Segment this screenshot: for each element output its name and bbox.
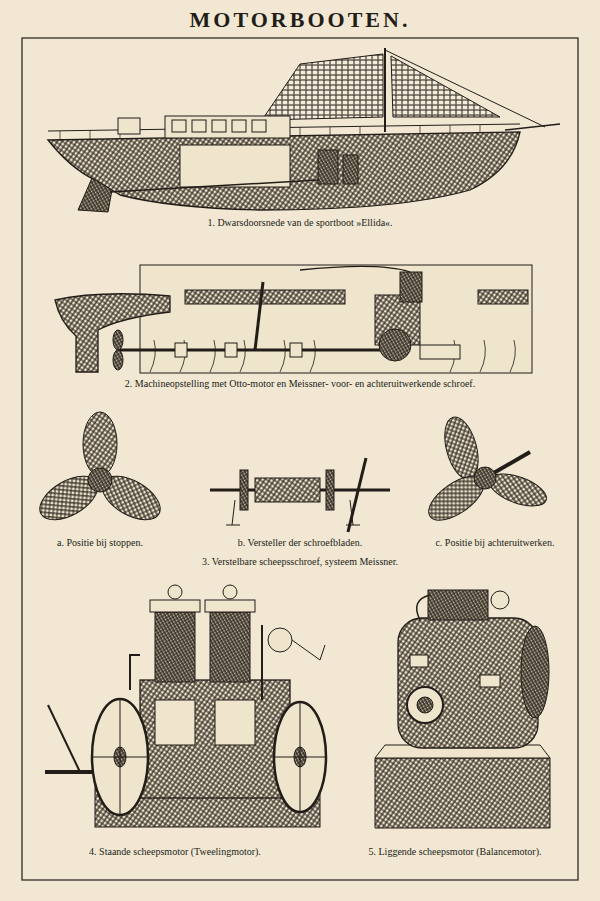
figure-caption: 3. Verstelbare scheepsschroef, systeem M… <box>202 556 398 568</box>
figure-caption: a. Positie bij stoppen. <box>57 537 143 549</box>
rudder <box>78 178 112 212</box>
machine-arrangement-figure <box>55 265 532 373</box>
hull <box>48 132 520 210</box>
figure-caption: c. Positie bij achteruitwerken. <box>435 537 554 549</box>
foresail <box>391 56 500 117</box>
figure-caption: 5. Liggende scheepsmotor (Balancemotor). <box>369 846 542 858</box>
figure-caption: 1. Dwarsdoorsnede van de sportboot »Elli… <box>207 217 392 229</box>
mainsail <box>262 54 383 120</box>
propeller-stop-figure <box>33 412 168 529</box>
engine <box>318 150 338 184</box>
propeller <box>113 330 123 350</box>
figure-caption: 4. Staande scheepsmotor (Tweelingmotor). <box>89 846 261 858</box>
stern <box>55 294 170 372</box>
twin-motor-figure <box>45 585 326 827</box>
figure-caption: 2. Machineopstelling met Otto-motor en M… <box>125 378 475 390</box>
plate-frame <box>22 38 578 880</box>
blade-adjuster-figure <box>210 458 390 532</box>
cabin <box>165 116 290 138</box>
sportboat-figure <box>48 48 560 212</box>
figure-caption: b. Versteller der schroefbladen. <box>238 537 363 549</box>
balance-motor-figure <box>375 590 550 828</box>
propeller-reverse-figure <box>422 413 551 528</box>
plate-title: MOTORBOOTEN. <box>190 7 411 32</box>
